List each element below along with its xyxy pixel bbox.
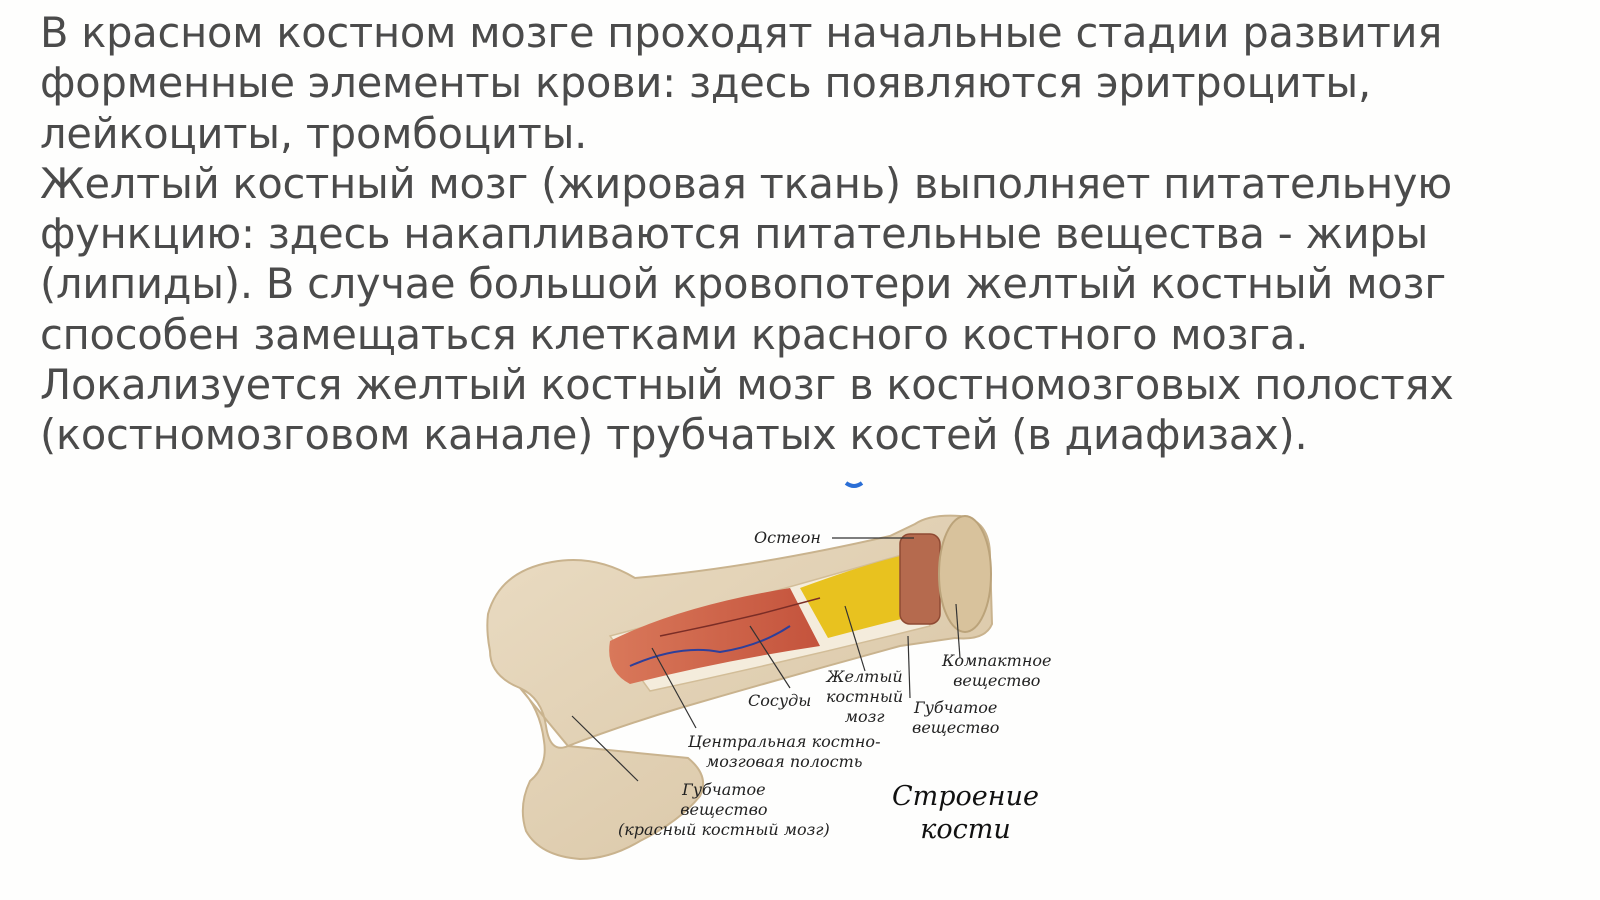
- label-spongy-right: Губчатое вещество: [912, 698, 999, 738]
- label-spongy-left-line-2: вещество: [680, 800, 768, 819]
- yellow-marrow: [800, 556, 922, 638]
- label-yellow-line-3: мозг: [844, 707, 885, 726]
- label-compact-line-2: вещество: [953, 671, 1041, 690]
- label-spongy-right-line-1: Губчатое: [913, 698, 998, 717]
- paragraph-line-3: лейкоциты, тромбоциты.: [40, 108, 588, 158]
- paragraph-line-7: способен замещаться клетками красного ко…: [40, 309, 1309, 359]
- label-spongy-left-line-3: (красный костный мозг): [618, 820, 830, 839]
- label-spongy-left: Губчатое вещество (красный костный мозг): [618, 780, 830, 840]
- label-central-cavity: Центральная костно- мозговая полость: [688, 732, 880, 772]
- label-spongy-right-line-2: вещество: [912, 718, 1000, 737]
- label-yellow-line-2: костный: [826, 687, 904, 706]
- bone-structure-figure: Остеон Компактное вещество Желтый костны…: [460, 476, 1100, 886]
- vessel-line-1: [629, 625, 791, 667]
- paragraph-line-8: Локализуется желтый костный мозг в костн…: [40, 360, 1454, 410]
- bone-illustration: [486, 481, 994, 861]
- label-central-line-2: мозговая полость: [705, 752, 863, 771]
- figure-title-line-2: кости: [920, 814, 1011, 845]
- bone-end-face: [938, 515, 992, 633]
- osteon-block: [899, 533, 941, 625]
- paragraph-line-9: (костномозговом канале) трубчатых костей…: [40, 410, 1308, 460]
- paragraph-line-2: форменные элементы крови: здесь появляют…: [40, 58, 1371, 108]
- vessel-line-2: [659, 597, 821, 637]
- label-central-line-1: Центральная костно-: [688, 732, 881, 751]
- figure-title: Строение кости: [892, 780, 1039, 846]
- paragraph-line-4: Желтый костный мозг (жировая ткань) выпо…: [40, 158, 1453, 208]
- label-yellow-marrow: Желтый костный мозг: [826, 667, 903, 727]
- label-compact-substance: Компактное вещество: [942, 651, 1052, 691]
- leader-lines: [571, 537, 961, 782]
- label-compact-line-1: Компактное: [942, 651, 1052, 670]
- label-yellow-line-1: Желтый: [826, 667, 903, 686]
- figure-title-line-1: Строение: [892, 781, 1039, 812]
- paragraph-line-5: функцию: здесь накапливаются питательные…: [40, 209, 1429, 259]
- label-vessels: Сосуды: [748, 691, 812, 710]
- paragraph-line-6: (липиды). В случае большой кровопотери ж…: [40, 259, 1446, 309]
- label-osteon: Остеон: [754, 528, 821, 547]
- blue-mark: [844, 481, 864, 488]
- label-spongy-left-line-1: Губчатое: [682, 780, 766, 799]
- paragraph-line-1: В красном костном мозге проходят начальн…: [40, 8, 1443, 57]
- slide-paragraph: В красном костном мозге проходят начальн…: [40, 8, 1580, 461]
